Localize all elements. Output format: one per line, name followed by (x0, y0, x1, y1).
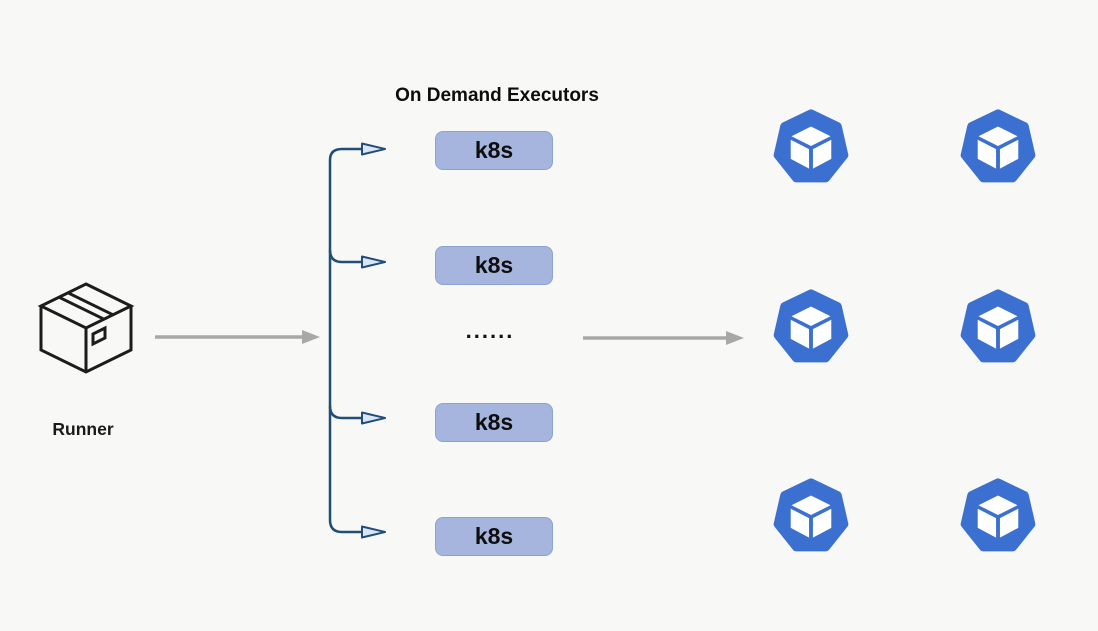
runner-to-executors-arrow (155, 330, 320, 344)
executor-box-k8s-2: k8s (435, 246, 553, 285)
branch-connector (328, 142, 386, 539)
kubernetes-node-icon (959, 287, 1037, 365)
kubernetes-node-icon (772, 476, 850, 554)
executor-box-k8s-4: k8s (435, 517, 553, 556)
diagram-title: On Demand Executors (395, 85, 599, 106)
runner-label: Runner (52, 419, 114, 439)
kubernetes-node-icon (772, 107, 850, 185)
more-executors-ellipsis: ...... (465, 318, 515, 343)
executor-box-label: k8s (474, 252, 514, 278)
package-box-icon (37, 282, 135, 374)
kubernetes-node-icon (959, 476, 1037, 554)
executor-box-label: k8s (474, 523, 514, 549)
executor-box-k8s-3: k8s (435, 403, 553, 442)
executor-box-label: k8s (474, 409, 514, 435)
executors-to-nodes-arrow (583, 331, 744, 345)
executor-box-k8s-1: k8s (435, 131, 553, 170)
kubernetes-node-icon (772, 287, 850, 365)
executor-box-label: k8s (474, 137, 514, 163)
kubernetes-node-icon (959, 107, 1037, 185)
